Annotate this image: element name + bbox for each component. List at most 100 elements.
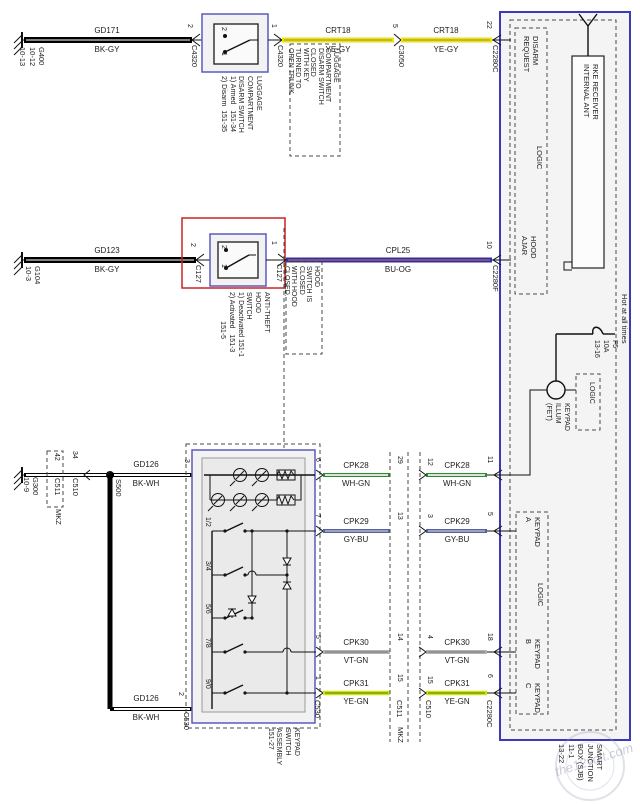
wire-name-cpk30-a: CPK30 [343,638,369,647]
wire-name-gd171: GD171 [94,26,120,35]
keypad-row-3-4: 3/4 [204,561,211,571]
pin-label: 7 [314,514,321,518]
connector-label-c2280c-top: C2280C [491,45,500,73]
pin-label: 15 [396,674,403,682]
wire-name-gd123: GD123 [94,246,120,255]
wire-name-gd126-feed: GD126 [133,460,159,469]
model-label-mkz: MKZ [54,509,63,525]
hood-note: HOOD SWITCH IS CLOSED WITH HOOD CLOSED. [282,266,320,307]
sjb-disarm-request: DISARM REQUEST [521,36,540,73]
luggage-note: LUGGAGE COMPARTMENT DISARM SWITCH CLOSED… [286,48,339,105]
wire-color-cpk30-a: VT-GN [343,656,369,665]
sjb-rke-receiver: RKE RECEIVER INTERNAL ANT [581,64,600,120]
pin-label: 29 [396,456,403,464]
pin-label: 1 [270,241,277,245]
wire-color-crt18-a: YE-GY [325,45,351,54]
wire-name-cpk30-b: CPK30 [444,638,470,647]
sjb-keypad-b: KEYPAD B [523,639,542,669]
pin-label: 2 [177,692,184,696]
wire-color-cpl25: BU-OG [384,265,412,274]
sjb-entry-arrows [487,34,516,699]
fuse-symbol [555,326,615,381]
connector-label-c127-left: C127 [194,265,203,283]
connector-label-c4320-left: C4320 [190,45,199,68]
switch-terminal-1: 1 [220,52,227,56]
connector-label-c511-left: C511 [53,478,62,496]
luggage-note-box [289,43,341,157]
ground-label-g104: G104 10-3 [23,266,42,285]
keypad-switch-assembly-box [185,443,321,729]
fet-symbol [487,373,601,476]
keypad-switches [211,522,316,709]
keypad-row-5-6: 5/6 [204,604,211,614]
sjb-logic-top: LOGIC [535,146,544,170]
pin-label: 14 [396,633,403,641]
hood-note-box [285,261,323,355]
sjb-keypad-c: KEYPAD C [523,683,542,713]
wire-color-gd171: BK-GY [94,45,120,54]
sjb-logic-bottom: LOGIC [536,583,545,607]
connector-label-c3050: C3050 [397,45,406,68]
pin-label: 2 [186,24,193,28]
highlight-red-box [181,217,286,289]
pin-label: 13 [396,512,403,520]
keypad-output-wires [315,452,487,742]
ground-label-g400: G400 10-12 10-13 [18,47,46,67]
wire-color-cpk28-b: WH-GN [443,479,471,488]
wire-name-crt18-b: CRT18 [433,26,459,35]
wire-gd126 [24,450,213,715]
sjb-keypad-a: KEYPAD A [523,517,542,547]
watermark-circle [555,731,625,801]
luggage-switch-label: LUGGAGE COMPARTMENT DISARM SWITCH 1) Arm… [220,76,262,133]
switch-terminal-2: 2 [220,27,227,31]
connector-label-c510-left: C510 [71,478,80,496]
pin-label: 5 [486,512,493,516]
pin-label: 5 [391,24,398,28]
connector-label-c510: C510 [424,700,433,718]
pin-label: 22 [485,21,492,29]
connector-label-c530-left: C530 [182,712,191,730]
wire-color-gd126-ret: BK-WH [132,713,160,722]
keypad-row-7-8: 7/8 [204,638,211,648]
pin-label: 1 [314,676,321,680]
wire-color-cpk28-a: WH-GN [342,479,370,488]
led-icons [207,468,269,512]
pin-label-42: 42 [53,453,60,461]
switch-terminal-1: 1 [220,264,227,268]
wire-gd171 [24,33,202,47]
wire-color-gd126-feed: BK-WH [132,479,160,488]
pin-label: 18 [486,633,493,641]
wire-color-cpk31-a: YE-GN [343,697,369,706]
antenna-icon [578,13,598,56]
anti-theft-switch-label: ANTI-THEFT HOOD SWITCH 1) Deactivated 15… [219,292,270,357]
connector-label-c530: C530 [313,700,322,718]
resistor-icons [276,469,296,506]
wire-name-cpk28-a: CPK28 [343,461,369,470]
keypad-row-1-2: 1/2 [204,517,211,527]
sjb-keypad-illum-fet: KEYPAD ILLUM (FET) [545,403,571,431]
keypad-row-9-0: 9/0 [204,679,211,689]
luggage-disarm-switch-box [201,13,283,73]
wire-name-cpk28-b: CPK28 [444,461,470,470]
wire-color-cpk30-b: VT-GN [444,656,470,665]
wire-color-cpk29-b: GY-BU [444,535,470,544]
model-label-mkz-bottom: MKZ [396,727,405,743]
keypad-assembly-label: KEYPAD SWITCH ASSEMBLY 151-27 [266,728,300,766]
wire-name-gd126-ret: GD126 [133,694,159,703]
pin-label: 3 [183,459,190,463]
wire-name-cpk29-b: CPK29 [444,517,470,526]
anti-theft-hood-switch-box [209,233,287,287]
hot-at-all-times: Hot at all times [620,294,629,344]
pin-label: 11 [486,456,493,464]
pin-label: 1 [270,24,277,28]
wire-name-cpk31-a: CPK31 [343,679,369,688]
connector-label-c511: C511 [395,700,404,718]
pin-label-34: 34 [71,451,78,459]
pin-label: 2 [189,243,196,247]
ground-label-g300: G300 10-9 [21,477,40,496]
ground-symbol-g104 [13,252,27,276]
connector-label-c2280c-bottom: C2280C [485,700,494,728]
sjb-hood-ajar: HOOD AJAR [519,236,538,259]
